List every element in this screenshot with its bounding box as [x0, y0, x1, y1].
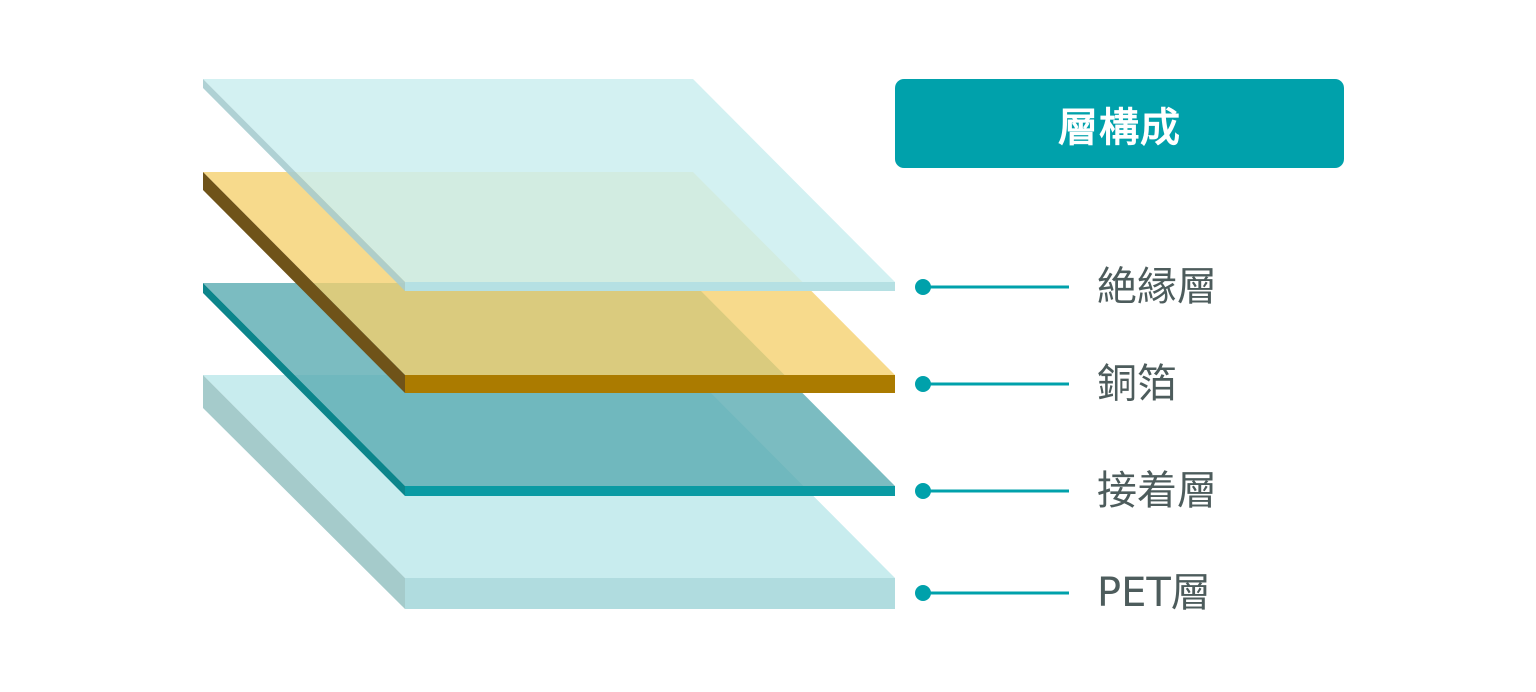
label-adhesive-layer: 接着層 — [1097, 468, 1217, 514]
connector-pet — [915, 585, 1069, 601]
label-insulation-layer: 絶縁層 — [1097, 264, 1217, 310]
connector-copper-foil — [915, 376, 1069, 392]
connector-insulation — [915, 279, 1069, 295]
insulation-layer — [203, 79, 895, 291]
insulation-layer-side — [203, 79, 405, 291]
diagram-title: 層構成 — [1058, 104, 1181, 151]
insulation-layer-front — [405, 282, 895, 291]
title-banner: 層構成 — [895, 79, 1344, 168]
label-pet-layer: PET層 — [1097, 570, 1211, 616]
pet-layer-front — [405, 578, 895, 609]
adhesive-layer-side — [203, 283, 405, 496]
connector-adhesive — [915, 483, 1069, 499]
copper-foil-layer-front — [405, 375, 895, 393]
copper-foil-layer-side — [203, 172, 405, 393]
pet-layer-side — [203, 375, 405, 609]
label-copper-foil: 銅箔 — [1097, 361, 1177, 407]
adhesive-layer-front — [405, 486, 895, 496]
insulation-layer-top — [203, 79, 895, 282]
